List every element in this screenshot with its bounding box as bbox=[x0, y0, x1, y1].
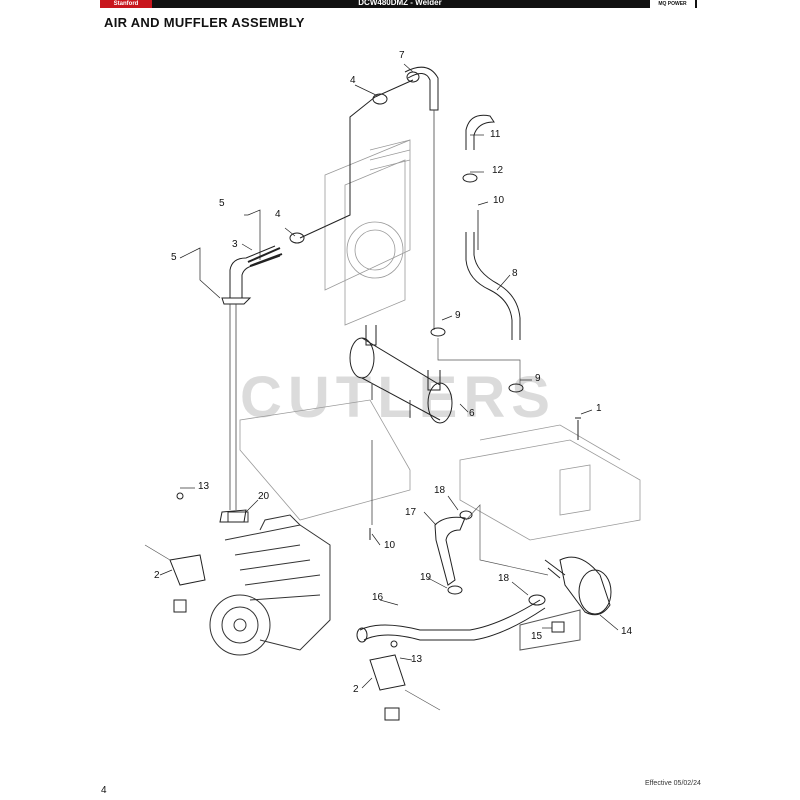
callout-19: 19 bbox=[420, 572, 432, 583]
filter-element bbox=[551, 621, 565, 633]
callout-15: 15 bbox=[531, 631, 543, 642]
bolt bbox=[575, 417, 581, 440]
callout-9: 9 bbox=[535, 373, 541, 384]
gasket bbox=[219, 509, 247, 523]
callout-17: 17 bbox=[405, 507, 417, 518]
page-number: 4 bbox=[101, 785, 107, 796]
callout-10: 10 bbox=[384, 540, 396, 551]
callout-4: 4 bbox=[275, 209, 281, 220]
callout-13: 13 bbox=[198, 481, 210, 492]
callout-13: 13 bbox=[411, 654, 423, 665]
callout-10: 10 bbox=[493, 195, 505, 206]
callout-7: 7 bbox=[399, 50, 405, 61]
callout-18: 18 bbox=[498, 573, 510, 584]
callout-16: 16 bbox=[372, 592, 384, 603]
header-bar bbox=[100, 0, 697, 8]
callout-5: 5 bbox=[171, 252, 177, 263]
air-duct bbox=[434, 504, 549, 606]
effective-date: Effective 05/02/24 bbox=[645, 780, 701, 787]
header-title: DCW480DMZ - Welder bbox=[358, 0, 442, 7]
brand-tab: Stanford bbox=[100, 0, 152, 8]
leader-lines bbox=[159, 63, 619, 689]
intake-hose bbox=[430, 114, 524, 393]
callout-6: 6 bbox=[469, 408, 475, 419]
callout-20: 20 bbox=[258, 491, 270, 502]
clamps bbox=[289, 79, 414, 244]
radiator-housing bbox=[324, 139, 411, 326]
callout-1: 1 bbox=[596, 403, 602, 414]
callout-4: 4 bbox=[350, 75, 356, 86]
callout-2: 2 bbox=[154, 570, 160, 581]
muffler bbox=[349, 325, 453, 525]
air-cleaner bbox=[519, 556, 612, 651]
callout-2: 2 bbox=[353, 684, 359, 695]
watermark: CUTLERS bbox=[240, 365, 556, 430]
callout-18: 18 bbox=[434, 485, 446, 496]
callout-8: 8 bbox=[512, 268, 518, 279]
callout-3: 3 bbox=[232, 239, 238, 250]
page-title: AIR AND MUFFLER ASSEMBLY bbox=[104, 15, 305, 30]
callout-14: 14 bbox=[621, 626, 633, 637]
callout-11: 11 bbox=[490, 129, 501, 140]
callout-5: 5 bbox=[219, 198, 225, 209]
header-logo: MQ POWER bbox=[650, 0, 695, 8]
base-frame bbox=[239, 399, 641, 541]
engine-mounts bbox=[144, 492, 441, 721]
engine bbox=[209, 511, 331, 656]
callout-9: 9 bbox=[455, 310, 461, 321]
callout-12: 12 bbox=[492, 165, 504, 176]
exhaust-pipe bbox=[221, 245, 283, 510]
air-hose bbox=[356, 599, 546, 643]
